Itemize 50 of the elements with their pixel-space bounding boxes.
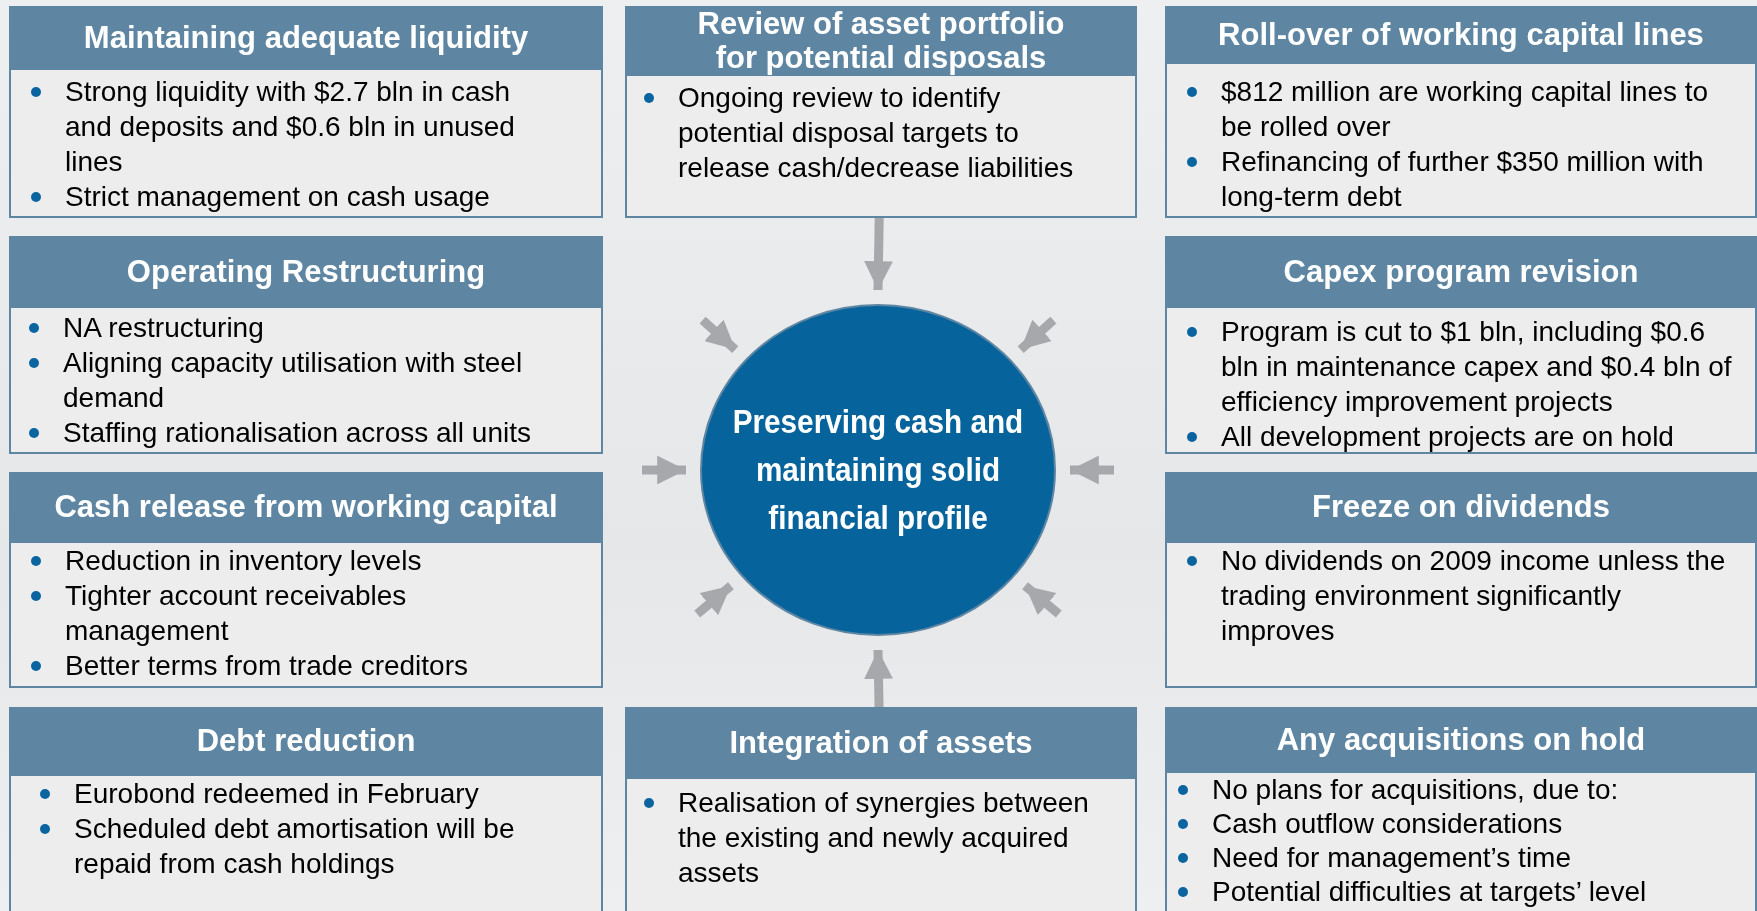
info-card	[1165, 236, 1757, 454]
bullet-text: Strong liquidity with $2.7 bln in cash and deposits and $0.6 bln in unused lines	[65, 75, 516, 179]
card-header: Roll-over of working capital lines	[1165, 6, 1757, 64]
bullet-text: Strict management on cash usage	[65, 180, 491, 214]
arrow	[694, 582, 734, 618]
bullet-text: Tighter account receivables management	[65, 579, 408, 648]
bullet-text: NA restructuring	[63, 311, 265, 345]
arrow	[864, 649, 893, 708]
card-header: Debt reduction	[9, 707, 603, 776]
bullet-text: No dividends on 2009 income unless the trading environment significantly improves	[1221, 544, 1727, 648]
arrow	[1070, 455, 1114, 485]
info-card	[9, 707, 603, 911]
card-header: Integration of assets	[625, 707, 1137, 779]
card-header: Cash release from working capital	[9, 472, 603, 543]
arrow	[642, 455, 686, 485]
bullet-text: Better terms from trade creditors	[65, 649, 469, 683]
bullet-text: Cash outflow considerations	[1212, 807, 1564, 841]
arrow	[699, 316, 739, 353]
info-card	[1165, 472, 1757, 688]
card-header: Any acquisitions on hold	[1165, 707, 1757, 773]
info-card	[1165, 6, 1757, 218]
card-header: Capex program revision	[1165, 236, 1757, 308]
bullet-text: Program is cut to $1 bln, including $0.6 bln in maintenance capex and $0.4 bln of efficiency improvement projects	[1221, 315, 1733, 419]
card-header: Maintaining adequate liquidity	[9, 6, 603, 70]
bullet-text: Ongoing review to identify potential disposal targets to release cash/decrease liabilities	[678, 81, 1075, 185]
bullet-text: Eurobond redeemed in February	[74, 777, 480, 811]
bullet-text: Scheduled debt amortisation will be repaid from cash holdings	[74, 812, 516, 881]
bullet-text: Potential difficulties at targets’ level	[1212, 875, 1648, 909]
bullet-text: All development projects are on hold	[1221, 420, 1675, 454]
info-card	[1165, 707, 1757, 911]
bullet-text: Refinancing of further $350 million with long-term debt	[1221, 145, 1705, 214]
info-card	[9, 6, 603, 218]
arrow	[1022, 582, 1062, 618]
center-title: Preserving cash and maintaining solid financial profile	[731, 402, 1025, 538]
info-card	[625, 707, 1137, 911]
card-header: Review of asset portfolio for potential disposals	[625, 6, 1137, 76]
bullet-text: No plans for acquisitions, due to:	[1212, 773, 1620, 807]
bullet-text: Realisation of synergies between the existing and newly acquired assets	[678, 786, 1090, 890]
bullet-text: Aligning capacity utilisation with steel demand	[63, 346, 524, 415]
card-header: Freeze on dividends	[1165, 472, 1757, 543]
bullet-text: Staffing rationalisation across all units	[63, 416, 532, 450]
bullet-text: Need for management’s time	[1212, 841, 1572, 875]
info-card	[625, 6, 1137, 218]
bullet-text: Reduction in inventory levels	[65, 544, 423, 578]
info-card	[9, 472, 603, 688]
arrow	[1017, 316, 1057, 353]
info-card	[9, 236, 603, 454]
card-header: Operating Restructuring	[9, 236, 603, 308]
arrow	[864, 217, 893, 291]
bullet-text: $812 million are working capital lines to be rolled over	[1221, 75, 1710, 144]
